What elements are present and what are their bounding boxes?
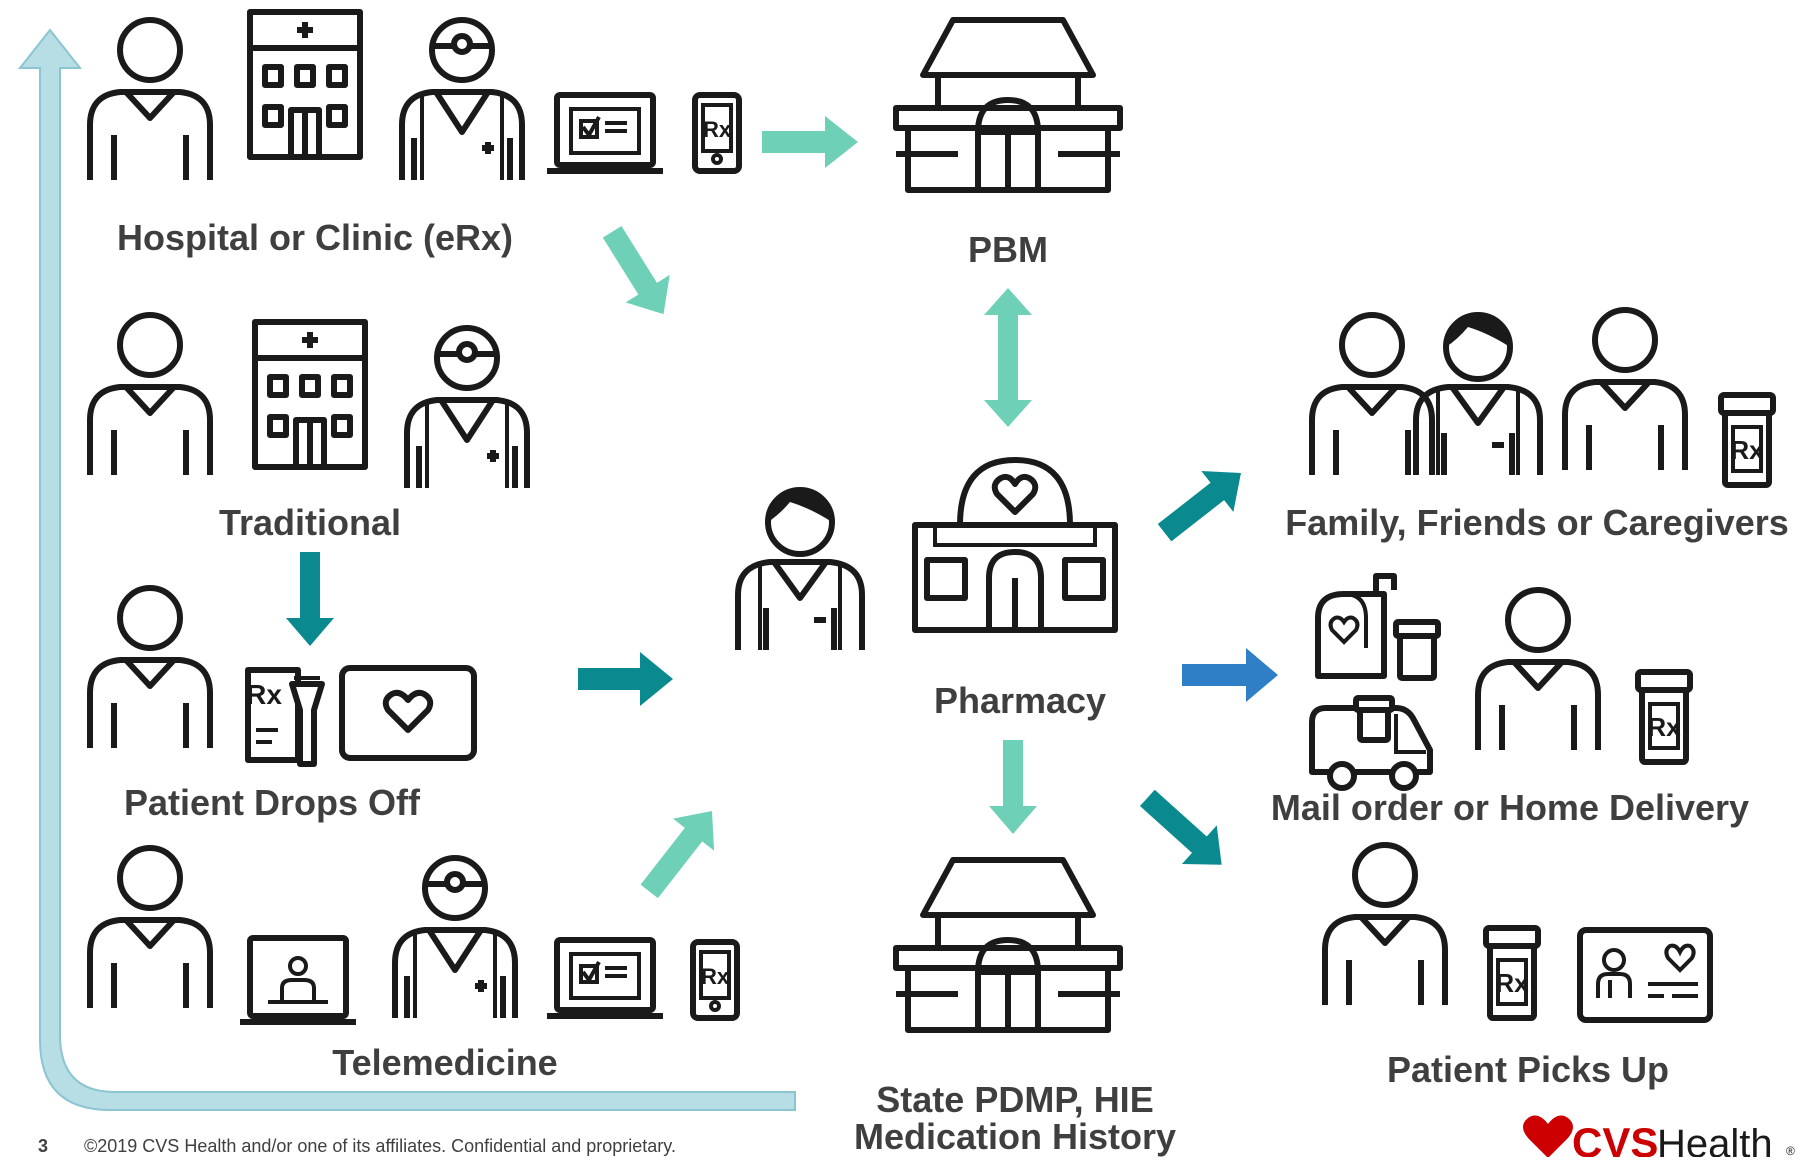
mailbox-icon	[1318, 576, 1438, 678]
pill-bottle-icon	[1721, 395, 1773, 485]
patient-icon	[90, 588, 210, 748]
hospital-clinic-group: Hospital or Clinic (eRx)	[90, 12, 739, 258]
phone-rx-icon	[693, 942, 737, 1018]
phone-rx-icon	[695, 95, 739, 171]
store-icon	[896, 860, 1120, 1030]
arrow-hospital-to-pbm	[762, 116, 858, 168]
arrow-pbm-pharmacy	[984, 288, 1032, 427]
doctor-icon	[407, 328, 527, 488]
patient-picks-up-label: Patient Picks Up	[1387, 1049, 1669, 1090]
laptop-checklist-icon	[547, 940, 663, 1016]
arrows	[286, 116, 1278, 899]
hospital-clinic-label: Hospital or Clinic (eRx)	[117, 217, 513, 258]
hospital-icon	[250, 12, 360, 157]
doctor-icon	[395, 858, 515, 1018]
family-group: Family, Friends or Caregivers	[1285, 310, 1789, 543]
arrow-pharmacy-to-mail-order	[1182, 648, 1278, 702]
pill-bottle-icon	[1486, 928, 1538, 1018]
copyright-text: ©2019 CVS Health and/or one of its affil…	[84, 1136, 676, 1156]
pdmp-label-line2: Medication History	[854, 1116, 1176, 1157]
pbm-group: PBM	[896, 20, 1120, 270]
delivery-van-icon	[1312, 698, 1430, 788]
arrow-hospital-to-pharmacy	[602, 226, 670, 315]
rx-paper-icon	[246, 670, 322, 764]
pill-bottle-icon	[1638, 672, 1690, 762]
patient-icon	[90, 848, 210, 1008]
laptop-checklist-icon	[547, 95, 663, 171]
arrow-pharmacy-to-family	[1157, 470, 1241, 542]
pharmacy-building-icon	[915, 460, 1115, 630]
heart-card-icon	[342, 668, 474, 758]
pharmacy-label: Pharmacy	[934, 680, 1106, 721]
arrow-pharmacy-to-pdmp	[989, 740, 1037, 834]
mail-order-label: Mail order or Home Delivery	[1271, 787, 1749, 828]
pdmp-group: State PDMP, HIE Medication History	[854, 860, 1176, 1157]
traditional-label: Traditional	[219, 502, 401, 543]
logo-brand-light: Health	[1657, 1122, 1773, 1157]
page-number: 3	[38, 1136, 48, 1156]
patient-icon	[1478, 590, 1598, 750]
pharmacist-icon	[738, 488, 862, 650]
footer: 3 ©2019 CVS Health and/or one of its aff…	[38, 1136, 676, 1156]
mail-order-group: Mail order or Home Delivery	[1271, 576, 1749, 828]
arrow-telemedicine-to-pharmacy	[640, 811, 715, 899]
arrow-traditional-to-drops-off	[286, 552, 334, 646]
person-icon	[1565, 310, 1685, 470]
cvs-health-logo: CVS Health ®	[1523, 1115, 1795, 1162]
hospital-icon	[255, 322, 365, 467]
telehealth-laptop-icon	[240, 938, 356, 1022]
patient-icon	[90, 20, 210, 180]
pdmp-label-line1: State PDMP, HIE	[876, 1079, 1153, 1120]
patient-drops-off-label: Patient Drops Off	[124, 782, 421, 823]
arrow-pharmacy-to-picks-up	[1139, 789, 1222, 865]
id-card-icon	[1580, 930, 1710, 1020]
family-label: Family, Friends or Caregivers	[1285, 502, 1789, 543]
patient-icon	[90, 315, 210, 475]
store-icon	[896, 20, 1120, 190]
heart-logo-icon	[1523, 1115, 1573, 1158]
pharmacy-group: Pharmacy	[738, 460, 1115, 721]
telemedicine-label: Telemedicine	[332, 1042, 557, 1083]
traditional-group: Traditional	[90, 315, 527, 543]
doctor-icon	[402, 20, 522, 180]
telemedicine-group: Telemedicine	[90, 848, 737, 1083]
arrow-drops-off-to-pharmacy	[578, 652, 673, 706]
patient-picks-up-group: Patient Picks Up	[1325, 845, 1710, 1090]
patient-icon	[1325, 845, 1445, 1005]
patient-drops-off-group: Patient Drops Off	[90, 588, 474, 823]
feedback-loop-arrow	[17, 28, 796, 1111]
logo-brand-bold: CVS	[1572, 1119, 1658, 1157]
logo-registered: ®	[1786, 1144, 1795, 1157]
pbm-label: PBM	[968, 229, 1048, 270]
